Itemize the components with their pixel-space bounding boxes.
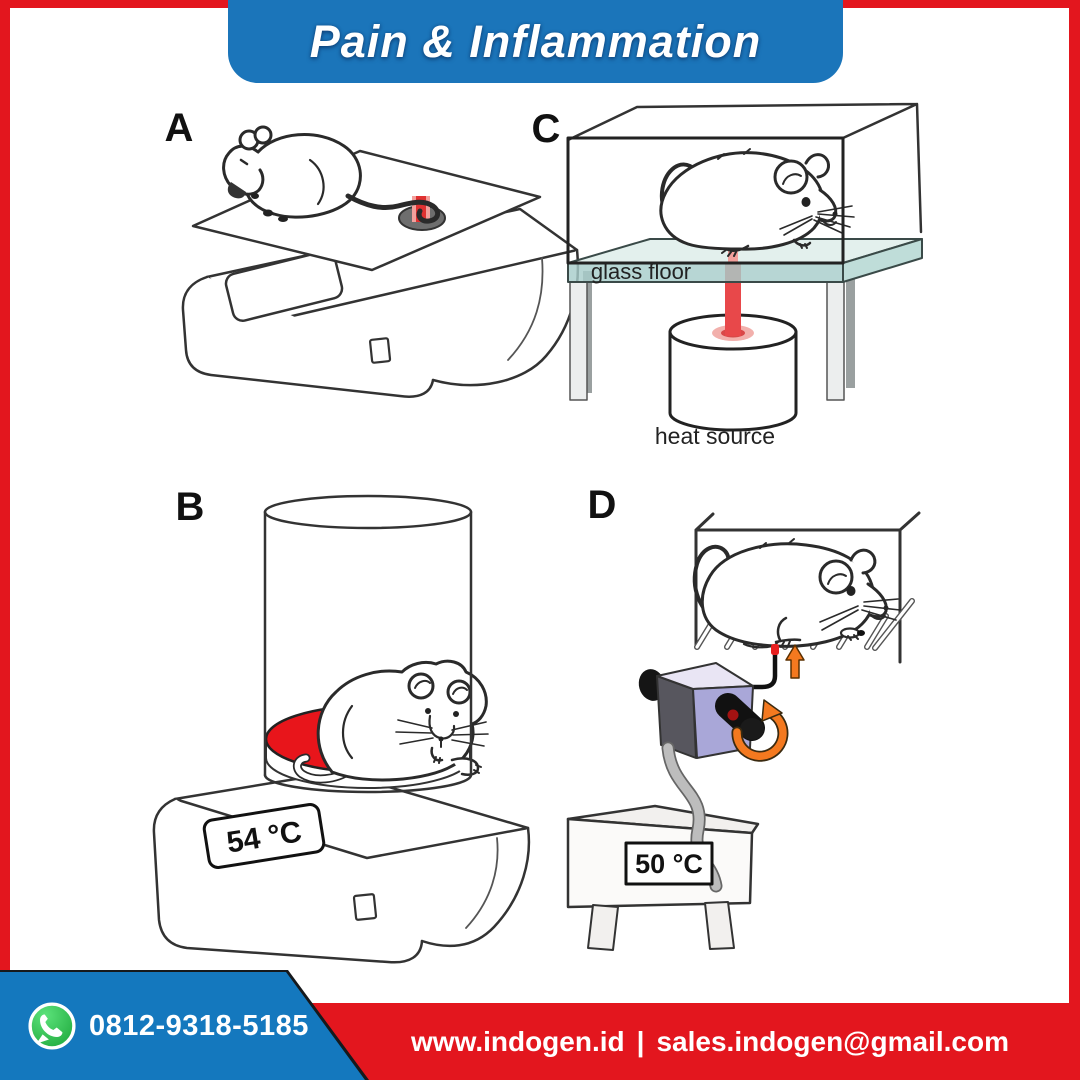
mouse-d <box>692 538 901 649</box>
panel-b-label: B <box>176 485 205 529</box>
controller-box: 50 °C <box>566 741 760 951</box>
panel-d-plantar: D <box>566 483 921 951</box>
footer-website[interactable]: www.indogen.id <box>411 1025 625 1057</box>
mouse-c <box>659 148 855 257</box>
heat-source-label: heat source <box>655 423 775 449</box>
svg-text:50 °C: 50 °C <box>635 849 703 879</box>
whatsapp-icon[interactable] <box>27 1001 77 1051</box>
rotate-arrow <box>731 699 789 762</box>
panel-a-tail-flick: A <box>165 106 580 398</box>
glass-cylinder <box>263 494 473 794</box>
footer-email[interactable]: sales.indogen@gmail.com <box>656 1025 1009 1057</box>
panel-b-button <box>352 893 378 921</box>
panel-b-hot-plate: B 54 °C <box>152 485 531 964</box>
mouse-a <box>222 125 441 224</box>
footer-separator: | <box>636 1025 645 1057</box>
panel-a-button <box>368 337 392 364</box>
footer-phone[interactable]: 0812-9318-5185 <box>89 1009 309 1042</box>
page-border-left <box>0 0 10 1010</box>
panel-c-label: C <box>532 107 561 151</box>
panel-a-label: A <box>165 106 194 150</box>
panel-c-hargreaves: C glass floor <box>532 102 923 449</box>
footer-contact: www.indogen.id | sales.indogen@gmail.com <box>370 1003 1050 1080</box>
panel-b-display: 54 °C <box>202 803 326 869</box>
heated-filament <box>750 644 779 690</box>
panel-d-label: D <box>588 483 617 527</box>
page-title: Pain & Inflammation <box>309 15 762 67</box>
mouse-b <box>292 659 489 784</box>
projector-unit <box>638 662 789 762</box>
panel-a-display <box>224 250 344 322</box>
stimulus-up-arrow <box>785 644 805 679</box>
panel-d-display: 50 °C <box>624 841 714 886</box>
page-border-right <box>1069 0 1080 1080</box>
header-banner: Pain & Inflammation <box>228 0 843 83</box>
